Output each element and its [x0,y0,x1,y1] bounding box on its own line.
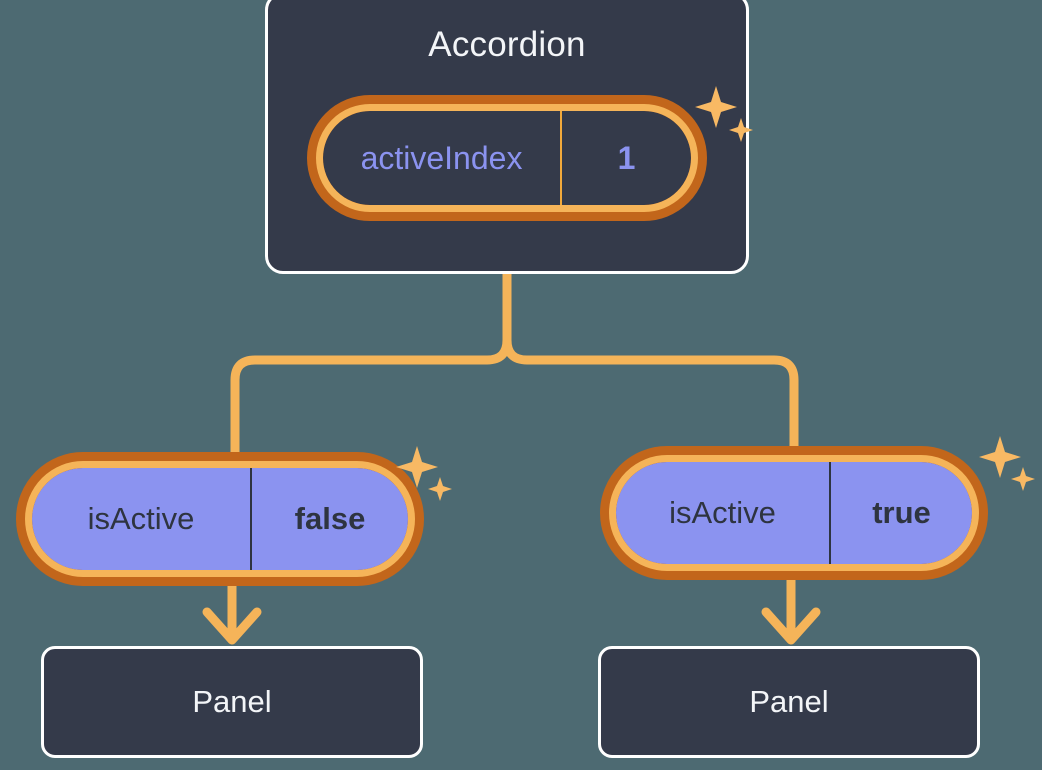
panel-box-right: Panel [598,646,980,758]
state-pill-inner-ring: isActive false [25,461,415,577]
state-value-isactive-left: false [294,501,366,536]
accordion-title: Accordion [428,25,586,64]
state-pill-isactive-true[interactable]: isActive true [600,446,988,580]
panel-label-right: Panel [749,684,829,719]
state-value-isactive-right: true [872,495,931,530]
state-pill-core: activeIndex 1 [323,111,691,205]
sparkle-large-icon [979,436,1035,491]
state-pill-core: isActive false [32,468,408,570]
state-key-activeindex: activeIndex [323,111,562,205]
state-pill-inner-ring: isActive true [609,455,979,571]
state-pill-activeindex[interactable]: activeIndex 1 [307,95,707,221]
state-pill-isactive-false[interactable]: isActive false [16,452,424,586]
panel-label-left: Panel [192,684,272,719]
state-pill-inner-ring: activeIndex 1 [316,104,698,212]
state-pill-core: isActive true [616,462,972,564]
state-key-isactive-right: isActive [616,462,831,564]
panel-box-left: Panel [41,646,423,758]
state-value-activeindex: 1 [617,139,636,176]
state-key-isactive-left: isActive [32,468,252,570]
